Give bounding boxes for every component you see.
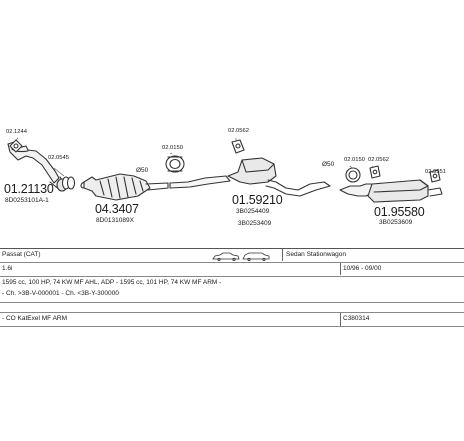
hanger-fitting-2 [369, 165, 381, 179]
body-type: Sedan Stationwagon [286, 251, 346, 258]
part-oe-3b: 3B0253409 [238, 220, 272, 227]
chassis-range: - Ch. >3B-V-000001 - Ch. <3B-Y-300000 [2, 290, 119, 297]
part-oe-3a: 3B0254409 [236, 208, 270, 215]
rear-silencer-part [339, 179, 443, 203]
sedan-icon [212, 252, 240, 260]
column-divider-3 [340, 313, 341, 326]
row-divider-5 [0, 326, 464, 327]
exhaust-drawing [7, 137, 443, 203]
gasket-fitting-2 [61, 176, 76, 190]
fitting-code-7: 02.9551 [425, 169, 446, 175]
model-name: Passat (CAT) [2, 251, 41, 258]
column-divider-1 [282, 249, 283, 261]
row-divider-4 [0, 312, 464, 313]
fitting-code-2: 02.0545 [48, 155, 69, 161]
part-oe-2: 8D0131089X [96, 217, 134, 224]
connecting-pipe [169, 175, 231, 189]
wagon-icon [242, 252, 270, 260]
part-code-1: 01.21130 [4, 182, 54, 196]
fitting-code-5: 02.0150 [344, 157, 365, 163]
fitting-code-1: 02.1244 [6, 129, 27, 135]
fitting-code-3: 02.0150 [162, 145, 183, 151]
column-divider-2 [340, 263, 341, 275]
set-code: C380314 [343, 315, 370, 322]
engine-size: 1.6i [2, 265, 13, 272]
part-code-3: 01.59210 [232, 193, 283, 207]
fitting-code-6: 02.0562 [368, 157, 389, 163]
row-divider-1 [0, 262, 464, 263]
part-code-4: 01.95580 [374, 205, 425, 219]
variant-description: - CO KatExel MF ARM [2, 315, 68, 322]
row-divider-3 [0, 302, 464, 303]
car-body-icons [212, 252, 270, 261]
fitting-code-4: 02.0562 [228, 128, 249, 134]
pipe-diameter-1: Ø50 [136, 167, 149, 174]
clamp-fitting-2 [345, 167, 361, 183]
gasket-fitting-1 [9, 139, 23, 153]
middle-silencer-part [227, 157, 331, 197]
row-divider-2 [0, 276, 464, 277]
production-years: 10/96 - 09/00 [343, 265, 382, 272]
hanger-fitting-3 [429, 169, 441, 183]
pipe-diameter-2: Ø50 [322, 161, 335, 168]
clamp-fitting-1 [165, 155, 185, 173]
catalytic-converter-part [80, 173, 169, 201]
part-oe-1: 8D0253101A-1 [5, 197, 49, 204]
table-top-border [0, 248, 464, 249]
exhaust-system-diagram: 02.1244 02.0545 02.0150 02.0562 02.0150 … [4, 128, 446, 227]
part-code-2: 04.3407 [95, 202, 139, 216]
hanger-fitting-1 [231, 139, 245, 154]
part-oe-4: 3B0253609 [379, 219, 413, 226]
engine-detail: 1595 cc, 100 HP, 74 KW MF AHL, ADP - 159… [2, 279, 222, 286]
